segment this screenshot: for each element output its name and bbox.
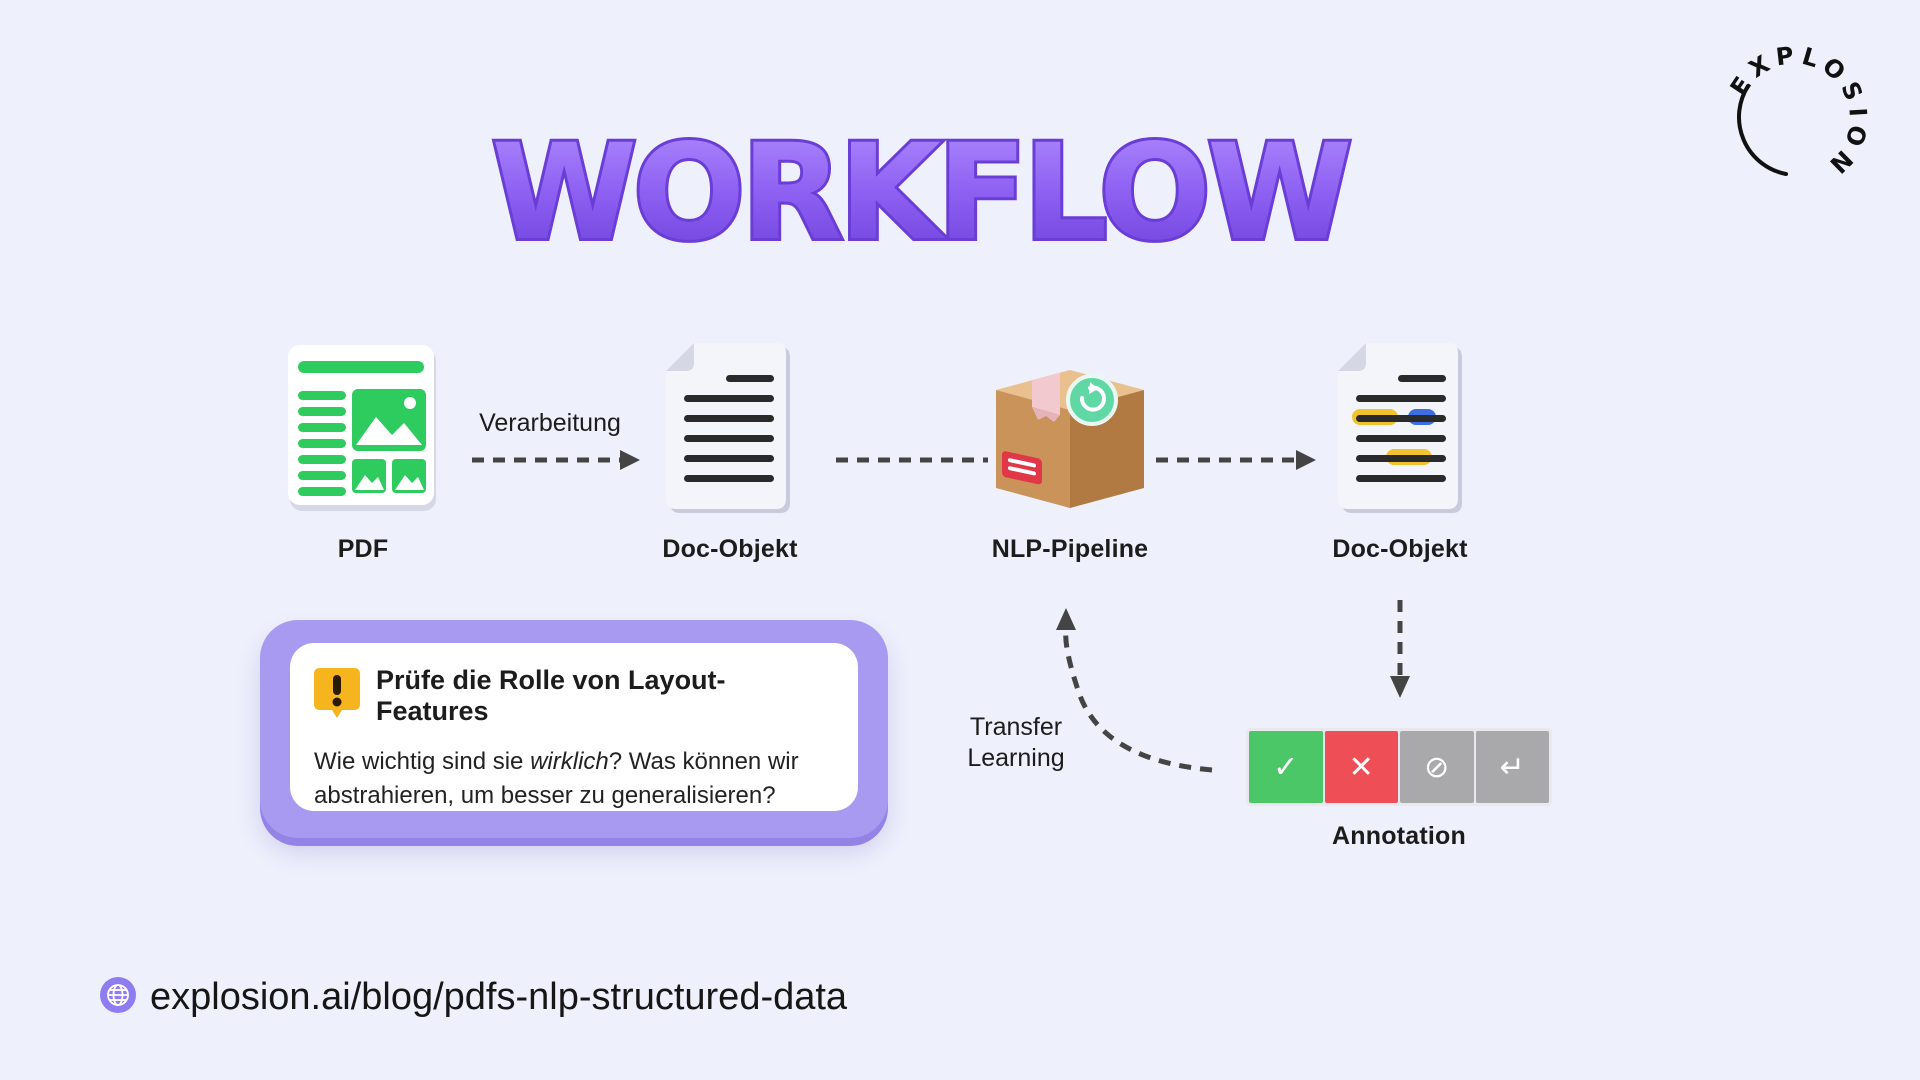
warning-icon [314,667,360,725]
ignore-button[interactable]: ⊘ [1400,731,1474,803]
callout-body-pre: Wie wichtig sind sie [314,748,531,775]
callout-card: Prüfe die Rolle von Layout-Features Wie … [290,643,858,811]
node-label-pipeline: NLP-Pipeline [991,535,1149,563]
node-label-pdf: PDF [337,535,389,563]
doc-object-icon [666,343,792,520]
edge-label-transfer-learning: Transfer Learning [946,712,1086,774]
callout-body: Wie wichtig sind sie wirklich? Was könne… [314,745,836,813]
callout-title: Prüfe die Rolle von Layout-Features [376,665,726,726]
globe-icon [100,977,136,1018]
pdf-document-icon [288,345,438,518]
node-label-annotation: Annotation [1332,822,1466,850]
explosion-logo: EXPLOSION [1716,36,1876,196]
edge-label-processing: Verarbeitung [479,409,621,437]
footer-url-link[interactable]: explosion.ai/blog/pdfs-nlp-structured-da… [150,976,848,1018]
title-text: WORKFLOW [491,116,1349,270]
annotation-button-bar: ✓ ✕ ⊘ ↵ [1246,728,1552,806]
node-label-doc2: Doc-Objekt [1332,535,1468,563]
transfer-line2: Learning [967,744,1065,772]
footer: explosion.ai/blog/pdfs-nlp-structured-da… [100,976,847,1019]
workflow-title: WORKFLOW [488,113,1356,278]
accept-button[interactable]: ✓ [1249,731,1323,803]
transfer-line1: Transfer [969,713,1063,741]
arrow-transfer-learning [1063,629,1213,773]
callout-body-post: ? Was können wir abstrahieren, um besser… [314,748,799,809]
pipeline-box-icon [990,360,1150,515]
node-label-doc1: Doc-Objekt [662,535,798,563]
reject-button[interactable]: ✕ [1324,731,1398,803]
undo-button[interactable]: ↵ [1475,731,1549,803]
callout-body-emphasis: wirklich [530,748,609,775]
annotated-doc-object-icon [1338,343,1464,520]
